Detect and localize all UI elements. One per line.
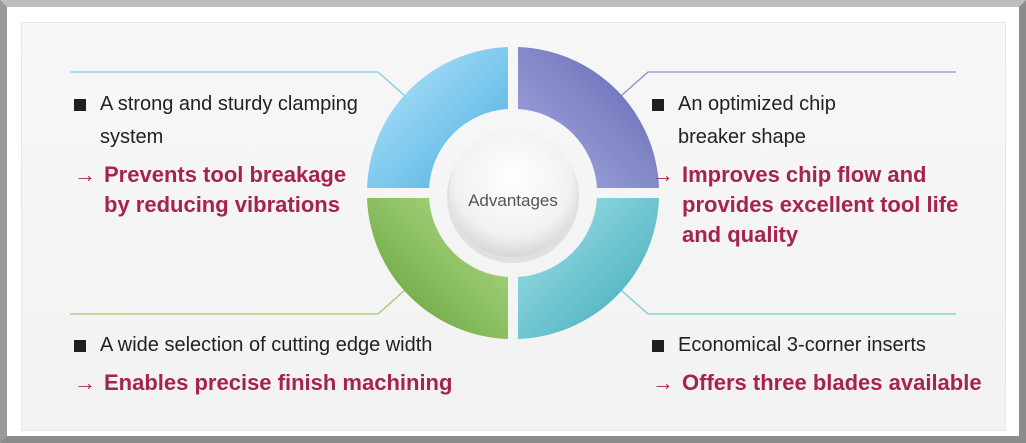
advantage-block-top-right: An optimized chip breaker shape → Improv… xyxy=(652,88,972,250)
advantage-block-top-left: A strong and sturdy clamping system → Pr… xyxy=(74,88,374,220)
ring-segment-bottom-left xyxy=(367,198,508,339)
connector-line-bottom-right xyxy=(593,265,956,315)
ring-segment-top-left xyxy=(367,47,508,188)
square-bullet-icon xyxy=(652,99,664,111)
center-label: Advantages xyxy=(468,191,558,210)
advantage-result: Enables precise finish machining xyxy=(104,370,453,395)
right-arrow-icon: → xyxy=(74,370,96,395)
advantage-point: Economical 3-corner inserts xyxy=(678,334,926,356)
square-bullet-icon xyxy=(652,340,664,352)
connector-line-bottom-left xyxy=(70,265,433,315)
square-bullet-icon xyxy=(74,340,86,352)
ring-segment-bottom-right xyxy=(518,198,659,339)
advantage-block-bottom-right: Economical 3-corner inserts → Offers thr… xyxy=(652,329,997,398)
advantage-result: Improves chip flow and provides excellen… xyxy=(682,162,959,247)
ring-segment-top-right xyxy=(518,47,659,188)
advantage-result: Prevents tool breakage by reducing vibra… xyxy=(104,162,347,217)
advantage-point: A strong and sturdy clamping system xyxy=(100,93,358,148)
right-arrow-icon: → xyxy=(74,162,96,187)
advantage-block-bottom-left: A wide selection of cutting edge width →… xyxy=(74,329,504,398)
square-bullet-icon xyxy=(74,99,86,111)
advantage-result: Offers three blades available xyxy=(682,370,982,395)
advantage-point: An optimized chip breaker shape xyxy=(678,93,836,148)
right-arrow-icon: → xyxy=(652,162,674,187)
center-disc xyxy=(449,129,577,257)
right-arrow-icon: → xyxy=(652,370,674,395)
advantage-point: A wide selection of cutting edge width xyxy=(100,334,433,356)
